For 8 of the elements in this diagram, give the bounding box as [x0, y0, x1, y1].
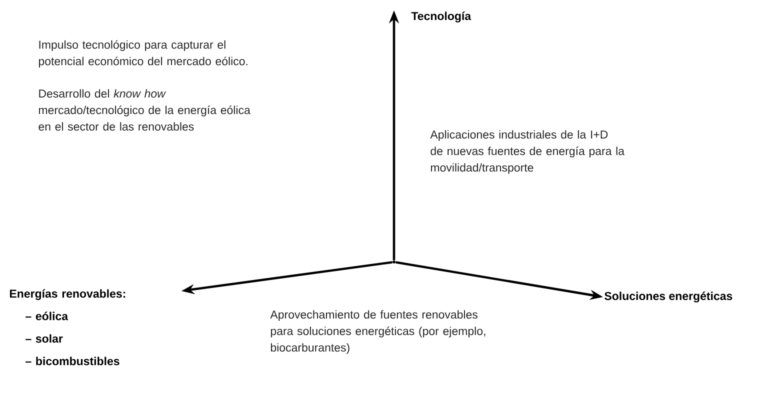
description-text: Impulso tecnológico para capturar el potencial económico del mercado eólico.	[38, 40, 248, 68]
axis-label: Soluciones energéticas	[604, 292, 732, 302]
axis-origin	[392, 260, 396, 264]
description-text: Aprovechamiento de fuentes renovables para soluciones energéticas (por ejemplo, biocarburantes)	[270, 310, 486, 354]
axis-label: Energías renovables: – eólica – solar – bicombustibles	[10, 289, 126, 366]
description-text: Aplicaciones industriales de la I+D de nuevas fuentes de energía para la movilidad/transporte	[430, 130, 625, 174]
axis-label: Tecnología	[411, 12, 472, 22]
description-text: Desarrollo del know how mercado/tecnológico de la energía eólica en el sector de las renovables	[38, 89, 250, 131]
